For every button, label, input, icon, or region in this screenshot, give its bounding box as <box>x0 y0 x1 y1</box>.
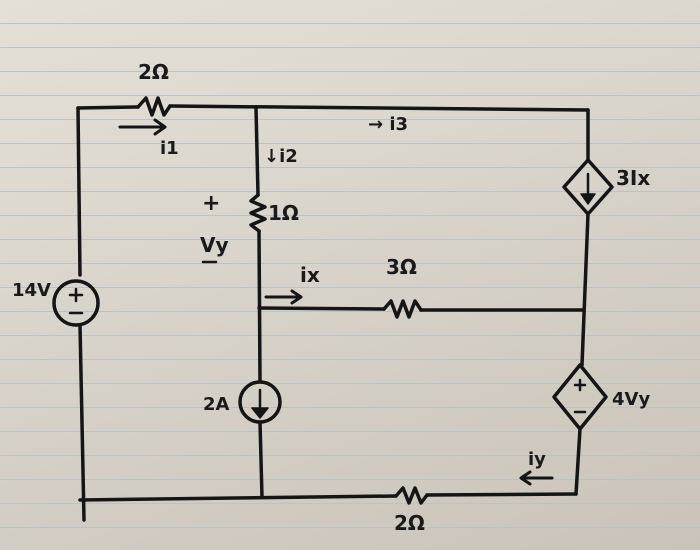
dependent-current-source-arrowhead <box>580 193 596 205</box>
label-resistor-3: 3Ω <box>386 255 417 279</box>
wire-left-lower <box>78 323 86 522</box>
label-resistor-top: 2Ω <box>138 60 169 84</box>
arrow-i1 <box>118 118 167 136</box>
label-resistor-bottom: 2Ω <box>394 511 425 535</box>
label-current-source: 2A <box>203 394 230 415</box>
resistor-middle-1ohm <box>249 193 267 233</box>
label-dependent-current: 3Ix <box>616 166 650 190</box>
wire-top-right <box>168 104 590 112</box>
voltage-source-plus <box>68 287 84 303</box>
label-iy: iy <box>528 449 546 470</box>
wire-bottom-right <box>425 492 578 497</box>
wire-bottom-left <box>78 494 398 502</box>
wire-left-upper <box>76 106 82 277</box>
resistor-top-2ohm <box>136 96 172 117</box>
wire-middle-lower <box>258 420 264 499</box>
label-ix: ix <box>300 263 320 287</box>
label-dependent-voltage: 4Vy <box>612 389 650 410</box>
label-voltage-source: 14V <box>12 280 51 301</box>
voltage-source-14v <box>52 279 100 327</box>
label-vy-plus: + <box>202 191 220 216</box>
wire-middle-mid <box>257 229 262 382</box>
wire-right-bottom <box>574 427 582 496</box>
wire-top-left <box>76 105 140 110</box>
current-source-arrowhead <box>251 407 269 419</box>
label-vy: Vy <box>200 233 229 257</box>
label-i1: i1 <box>160 138 179 159</box>
resistor-3ohm <box>382 299 423 319</box>
label-resistor-middle: 1Ω <box>268 201 299 225</box>
arrow-ix <box>264 289 303 305</box>
wire-horizontal-left <box>257 306 386 311</box>
label-i3: → i3 <box>368 114 408 135</box>
wire-right-mid <box>580 212 590 367</box>
dependent-voltage-source-plus <box>573 378 587 392</box>
label-i2: ↓i2 <box>264 146 298 167</box>
wire-middle-upper <box>254 106 260 197</box>
resistor-bottom-2ohm <box>394 486 429 505</box>
arrow-iy <box>519 470 554 486</box>
dependent-voltage-source-4vy <box>552 363 608 431</box>
